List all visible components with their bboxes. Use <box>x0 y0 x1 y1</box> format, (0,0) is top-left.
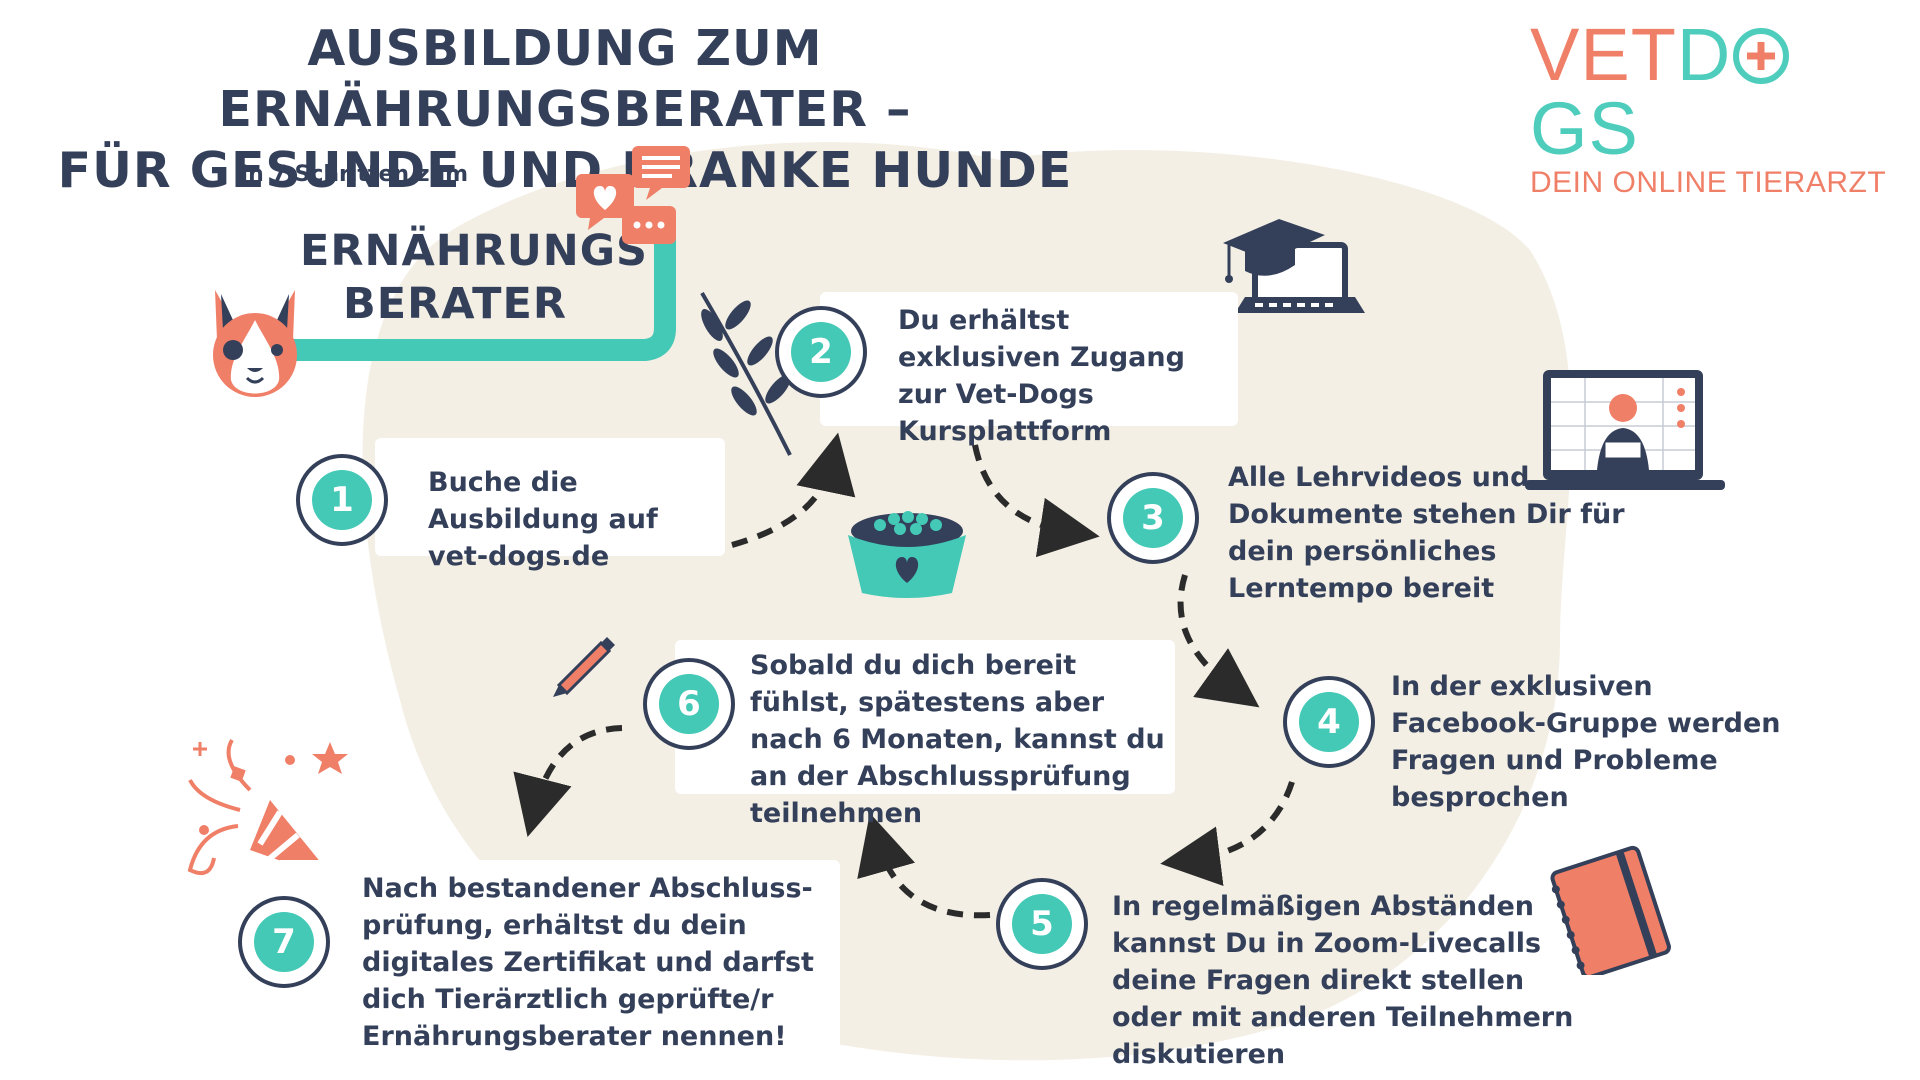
step-card-1 <box>375 438 725 556</box>
logo-gs: GS <box>1530 87 1639 170</box>
page-title: Ausbildung zum Ernährungsberater – für g… <box>50 18 1080 201</box>
dog-icon <box>213 290 297 397</box>
step-card-7 <box>275 860 840 1056</box>
step-3-number: 3 <box>1123 488 1183 548</box>
notebook-icon <box>1550 845 1671 975</box>
step-1-marker: 1 <box>296 454 388 546</box>
logo-plus-icon <box>1733 28 1790 84</box>
step-4-number: 4 <box>1299 692 1359 752</box>
party-popper-icon <box>187 738 348 880</box>
intro-badge: ERNÄHRUNGS BERATER <box>300 225 649 331</box>
step-6-number: 6 <box>659 674 719 734</box>
pencil-icon <box>553 637 615 697</box>
graduation-laptop-icon <box>1223 219 1365 313</box>
chat-bubbles-icon <box>576 146 690 244</box>
logo-tagline: DEIN ONLINE TIERARZT <box>1530 166 1887 199</box>
step-1-number: 1 <box>312 470 372 530</box>
leaf-branch-icon <box>700 291 792 456</box>
step-3-text: Alle Lehrvideos und Dokumente stehen Dir… <box>1228 462 1625 604</box>
step-5-marker: 5 <box>996 878 1088 970</box>
badge-line-1: ERNÄHRUNGS <box>300 226 649 276</box>
step-card-6 <box>675 640 1175 794</box>
step-card-2 <box>820 292 1238 426</box>
step-7-number: 7 <box>254 912 314 972</box>
step-4-text: In der exklusiven Facebook-Gruppe werden… <box>1391 671 1781 813</box>
step-5-text: In regelmäßigen Abständen kannst Du in Z… <box>1112 891 1574 1070</box>
step-6-marker: 6 <box>643 658 735 750</box>
step-2-text: Du erhältst exklusiven Zugang zur Vet-Do… <box>898 305 1185 447</box>
title-line-2: für gesunde und kranke Hunde <box>57 142 1073 199</box>
step-2-marker: 2 <box>775 306 867 398</box>
intro-subtitle: In 7 Schritten zum <box>240 162 469 187</box>
step-6-text: Sobald du dich bereit fühlst, spätestens… <box>750 650 1165 829</box>
logo-vet: VET <box>1530 13 1677 96</box>
video-laptop-icon <box>1525 370 1725 490</box>
badge-line-2: BERATER <box>342 279 567 329</box>
step-1-text: Buche die Ausbildung auf vet-dogs.de <box>428 467 658 572</box>
title-line-1: Ausbildung zum Ernährungsberater – <box>218 20 912 138</box>
step-2-number: 2 <box>791 322 851 382</box>
step-7-marker: 7 <box>238 896 330 988</box>
logo-d: D <box>1676 13 1732 96</box>
food-bowl-icon <box>848 511 966 598</box>
step-3-marker: 3 <box>1107 472 1199 564</box>
step-4-marker: 4 <box>1283 676 1375 768</box>
badge-frame <box>269 224 676 361</box>
step-7-text: Nach bestandener Abschluss-prüfung, erhä… <box>362 873 814 1052</box>
step-5-number: 5 <box>1012 894 1072 954</box>
